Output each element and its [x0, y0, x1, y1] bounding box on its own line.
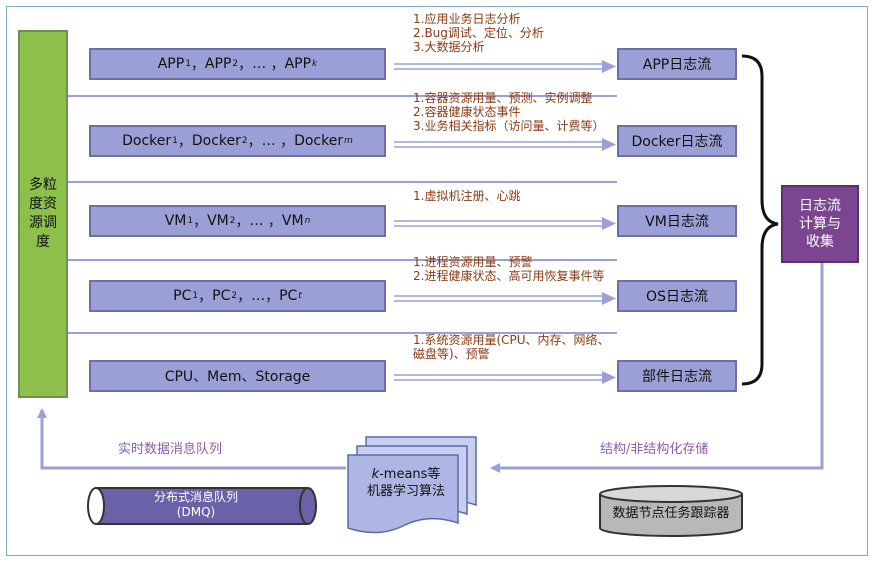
queue-flow-line: [37, 408, 346, 470]
resource-scheduler-label: 多粒度资源调度: [29, 177, 57, 250]
ml-document-stack: [347, 436, 477, 534]
storage-flow-label: 结构/非结构化存储: [600, 442, 709, 457]
log-aggregator-box: 日志流计算与收集: [781, 185, 859, 263]
arrow-docker: [394, 141, 604, 148]
note-docker: 1.容器资源用量、预测、实例调整 2.容器健康状态事件 3.业务相关指标（访问量…: [413, 91, 605, 133]
tracker-db-label: 数据节点任务跟踪器: [612, 506, 730, 521]
note-vm: 1.虚拟机注册、心跳: [413, 189, 521, 203]
arrow-pc: [394, 295, 604, 302]
arrow-vm: [394, 220, 604, 227]
stream-app-box: APP日志流: [617, 48, 737, 80]
dmq-label: 分布式消息队列 (DMQ): [153, 490, 238, 519]
stream-os-box: OS日志流: [617, 280, 737, 312]
queue-flow-label: 实时数据消息队列: [118, 442, 223, 457]
stream-component-box: 部件日志流: [617, 360, 737, 392]
stream-docker-box: Docker日志流: [617, 125, 737, 157]
storage-flow-line: [490, 263, 824, 473]
arrow-hw: [394, 374, 604, 381]
dmq-cylinder: [87, 487, 317, 525]
stream-group-brace: [741, 54, 779, 386]
note-pc: 1.进程资源用量、预警 2.进程健康状态、高可用恢复事件等: [413, 255, 605, 283]
resource-scheduler-box: 多粒度资源调度: [18, 30, 68, 398]
note-app: 1.应用业务日志分析 2.Bug调试、定位、分析 3.大数据分析: [413, 12, 544, 54]
arrow-app: [394, 63, 604, 70]
ml-label: k-means等 机器学习算法: [366, 467, 445, 499]
tracker-db-cylinder: [599, 485, 743, 537]
source-hardware-box: CPU、Mem、Storage: [89, 360, 386, 392]
stream-vm-box: VM日志流: [617, 205, 737, 237]
diagram-frame: [6, 6, 868, 556]
note-hardware: 1.系统资源用量(CPU、内存、网络、 磁盘等)、预警: [413, 333, 610, 361]
